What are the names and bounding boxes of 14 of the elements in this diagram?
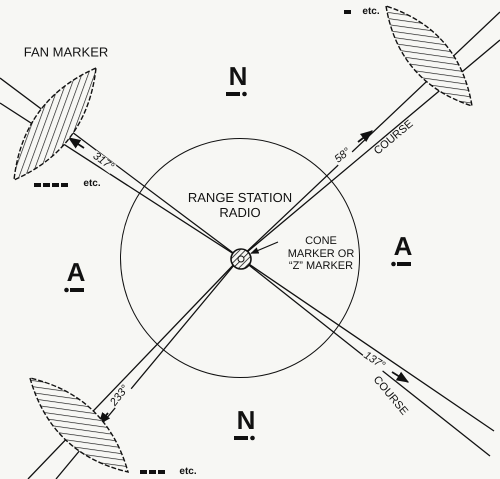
diagram-label: 58° — [332, 146, 354, 166]
diagram-label: 137° — [360, 350, 388, 372]
diagram-label: etc. — [361, 7, 381, 17]
sector-letter: A — [66, 259, 86, 285]
diagram-label: etc. — [178, 467, 198, 477]
diagram-label: etc. — [82, 179, 102, 189]
marker-label: CONE MARKER OR “Z” MARKER — [281, 235, 361, 273]
leader-line — [250, 241, 278, 254]
cone-marker-circle — [230, 248, 252, 270]
sector-letter: A — [392, 233, 414, 259]
diagram-label: FAN MARKER — [22, 46, 110, 58]
station-label: RANGE STATION RADIO — [186, 191, 294, 221]
sector-letter: N — [228, 63, 248, 89]
sector-letter: N — [236, 407, 256, 433]
